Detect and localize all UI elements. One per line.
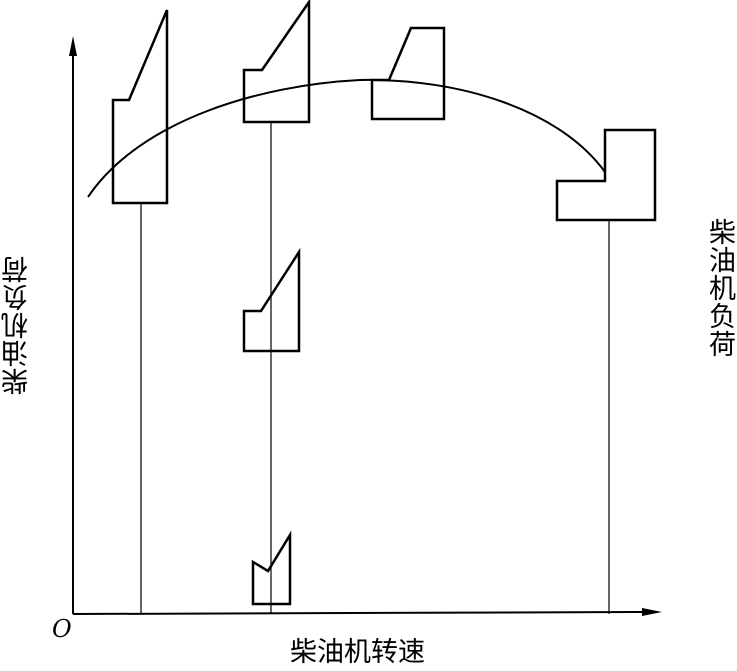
shape-block-6 (251, 530, 292, 606)
x-axis-label: 柴油机转速 (290, 637, 425, 668)
x-axis (72, 611, 651, 615)
shape-block-2 (242, 0, 311, 124)
shape-block-3 (370, 26, 446, 121)
x-axis-arrowhead (642, 608, 662, 616)
origin-label: O (52, 615, 72, 643)
shape-block-1 (111, 9, 169, 205)
y-axis-label-left: 柴油机负荷 (2, 255, 33, 395)
shape-block-4 (555, 128, 657, 222)
shape-block-5 (242, 247, 301, 353)
load-curve (87, 78, 606, 198)
y-axis-arrowhead (69, 36, 77, 56)
y-axis-label-right: 柴油机负荷 (704, 218, 735, 358)
